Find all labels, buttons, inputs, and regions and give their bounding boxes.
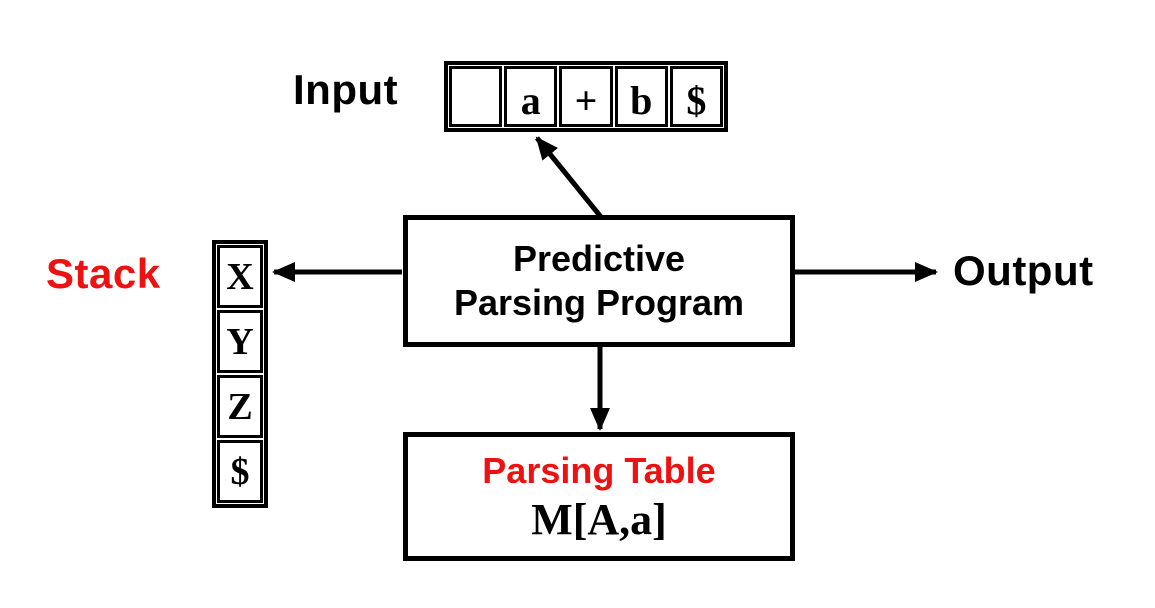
parsing-table-title: Parsing Table	[482, 449, 716, 491]
input-cell-0	[449, 66, 503, 127]
arrow-program-to-input	[535, 136, 603, 219]
stack-cell-3: $	[217, 440, 263, 503]
input-cell-4: $	[669, 66, 724, 127]
predictive-parsing-program-box: Predictive Parsing Program	[403, 215, 795, 347]
program-box-line2: Parsing Program	[453, 282, 745, 323]
stack-cell-0: X	[217, 245, 263, 308]
input-cell-3: b	[614, 66, 668, 127]
input-cell-2: +	[559, 66, 613, 127]
stack-label: Stack	[46, 250, 161, 297]
program-box-line1: Predictive	[512, 238, 686, 279]
stack-cell-2: Z	[217, 375, 263, 438]
input-label: Input	[293, 66, 399, 113]
stack-cell-1: Y	[217, 310, 263, 373]
parsing-table-formula: M[A,a]	[531, 494, 667, 544]
parsing-table-box: Parsing Table M[A,a]	[403, 432, 795, 561]
stack-column: X Y Z $	[212, 240, 268, 508]
input-cell-1: a	[504, 66, 558, 127]
output-label: Output	[953, 247, 1094, 294]
input-tape: a + b $	[444, 61, 728, 132]
